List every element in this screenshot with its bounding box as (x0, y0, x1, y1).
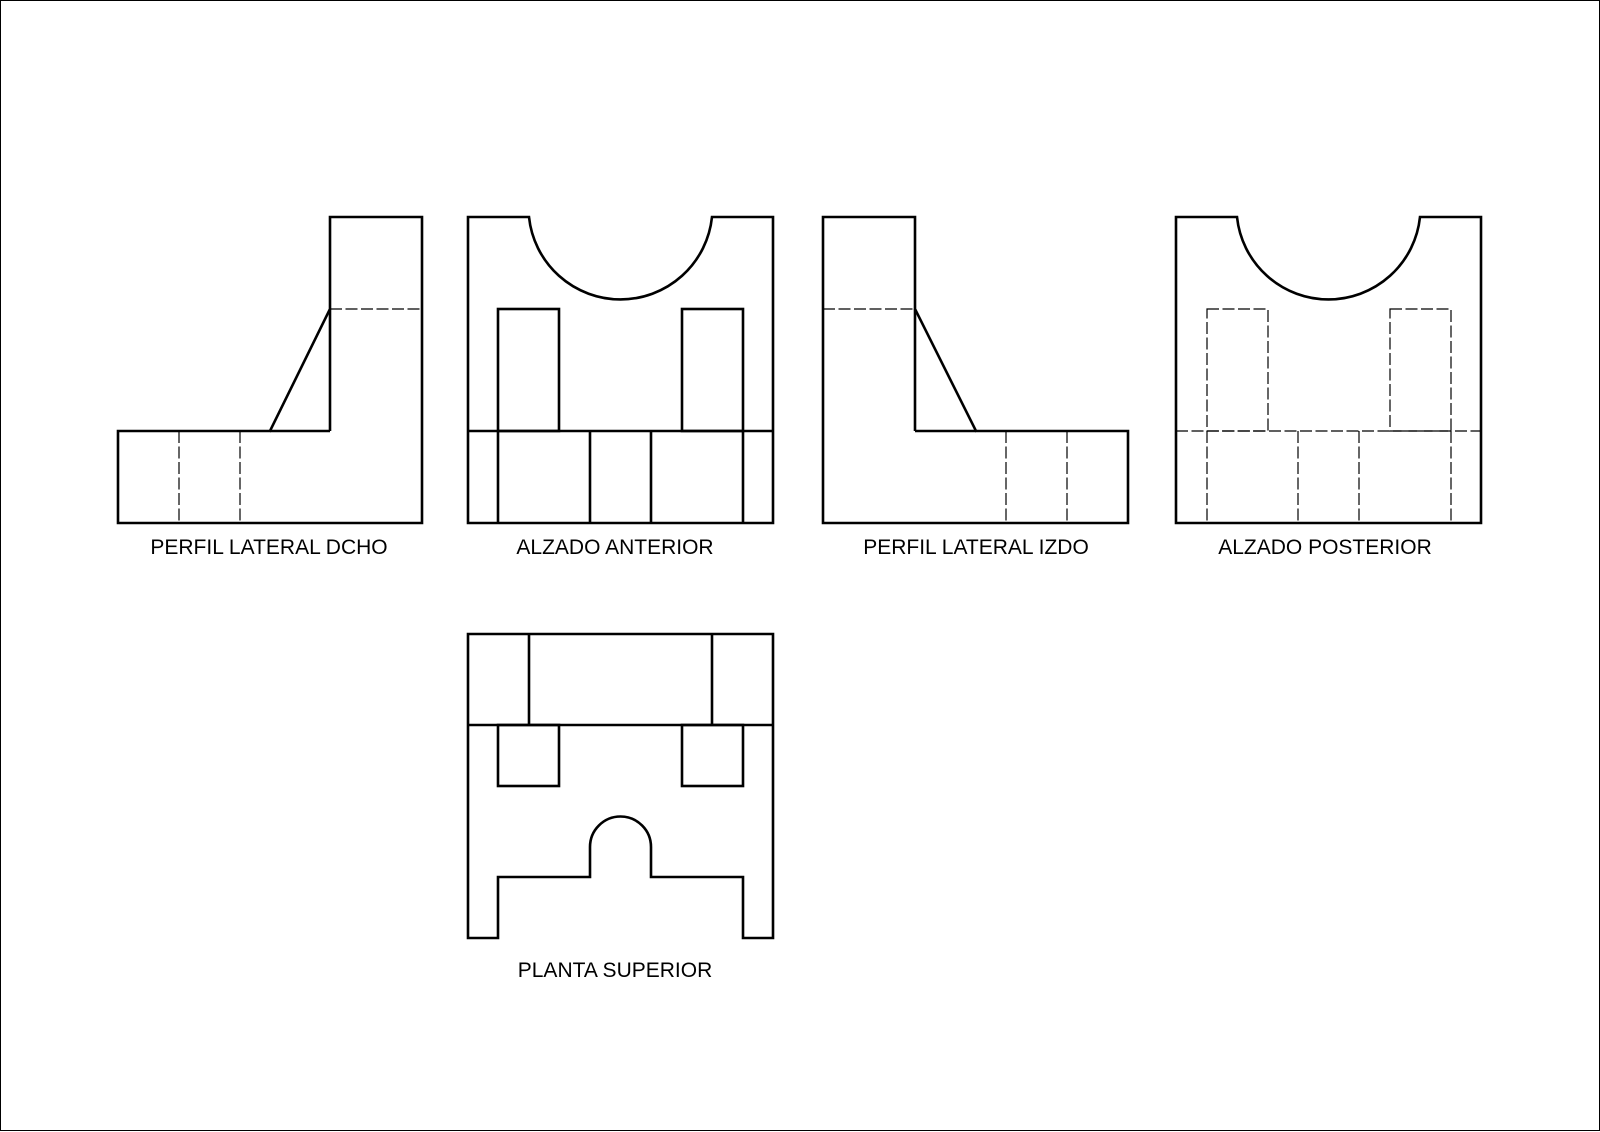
rear-elevation-hidden-right-slot (1389, 308, 1452, 432)
rear-elevation-outline (1174, 215, 1483, 525)
top-plan-right-slot (680, 723, 745, 788)
view-top-plan: PLANTA SUPERIOR (466, 632, 775, 982)
rear-elevation-hidden-left-slot (1206, 308, 1269, 432)
left-profile-label: PERFIL LATERAL IZDO (863, 536, 1089, 559)
top-plan-label: PLANTA SUPERIOR (518, 959, 713, 982)
front-elevation-right-slot (680, 307, 745, 433)
view-left-profile: PERFIL LATERAL IZDO (821, 215, 1130, 559)
top-plan-left-slot (496, 723, 561, 788)
rear-elevation-label: ALZADO POSTERIOR (1218, 536, 1432, 559)
view-front-elevation: ALZADO ANTERIOR (466, 215, 775, 559)
left-profile-outline (821, 215, 1130, 525)
right-profile-outline (116, 215, 424, 525)
front-elevation-label: ALZADO ANTERIOR (516, 536, 713, 559)
front-elevation-left-slot (496, 307, 561, 433)
view-rear-elevation: ALZADO POSTERIOR (1174, 215, 1483, 559)
view-right-profile: PERFIL LATERAL DCHO (116, 215, 424, 559)
right-profile-label: PERFIL LATERAL DCHO (150, 536, 387, 559)
top-plan-outline (466, 632, 775, 940)
front-elevation-outline (466, 215, 775, 525)
